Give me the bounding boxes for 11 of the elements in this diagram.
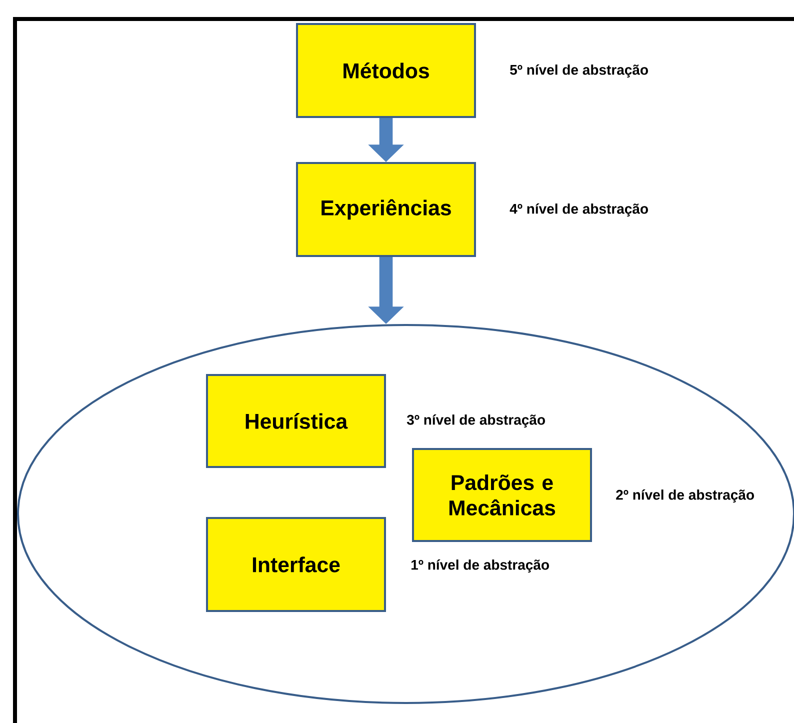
concept-box: Heurística: [206, 374, 386, 468]
level-label: 3º nível de abstração: [406, 414, 545, 428]
level-label: 2º nível de abstração: [616, 489, 754, 503]
concept-box: Padrões e Mecânicas: [412, 448, 592, 542]
level-label: 1º nível de abstração: [411, 559, 549, 573]
ellipse-outline: [17, 324, 794, 704]
level-label: 5º nível de abstração: [510, 64, 648, 78]
process-box: Métodos: [296, 22, 476, 118]
level-label: 4º nível de abstração: [510, 203, 648, 217]
concept-box: Interface: [206, 517, 386, 612]
process-box: Experiências: [296, 162, 476, 257]
